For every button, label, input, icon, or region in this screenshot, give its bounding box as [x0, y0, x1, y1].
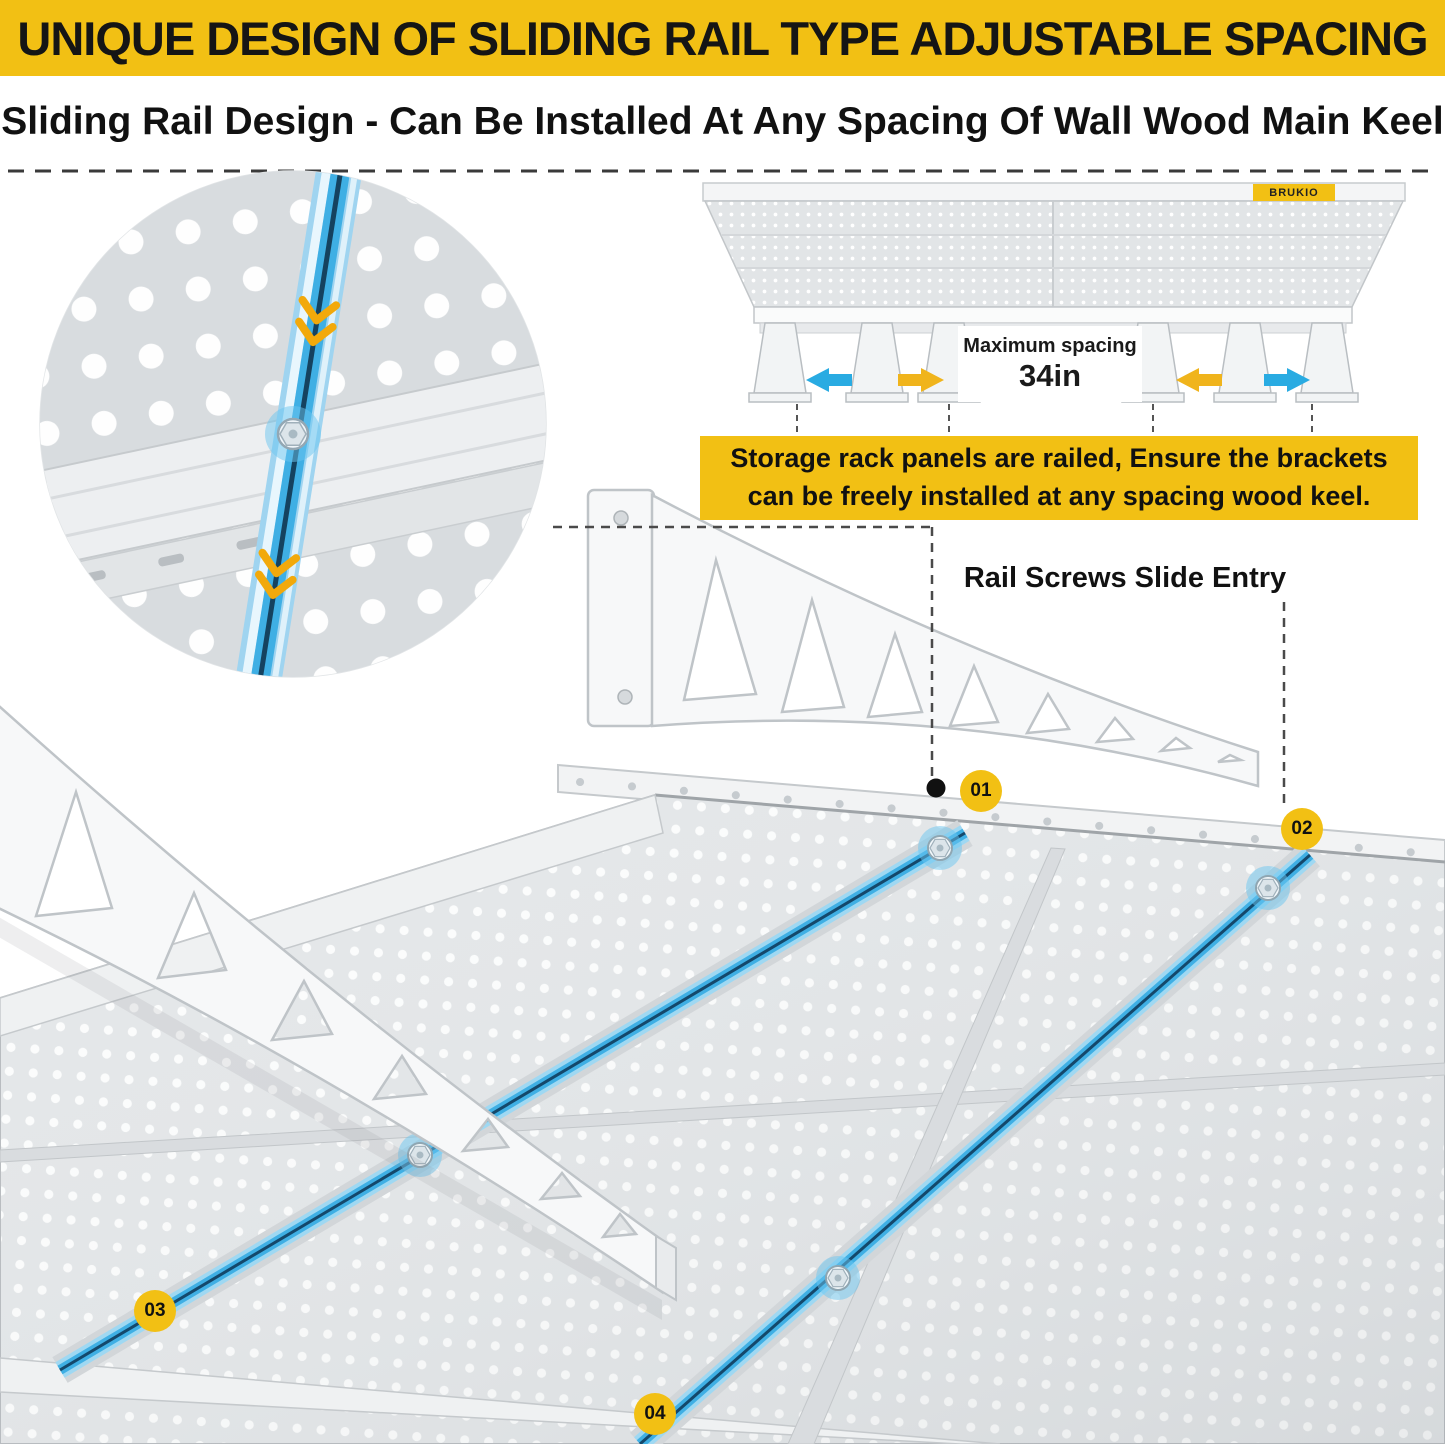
caption-box: Storage rack panels are railed, Ensure t…: [700, 436, 1418, 520]
rail-entry-point-dot: [926, 778, 946, 798]
main-rack-diagram: [0, 488, 1445, 1444]
sliding-rail-1: [52, 820, 973, 1383]
top-bracket: [586, 488, 1260, 788]
slide-arrow-right-yellow-icon: [898, 368, 944, 392]
max-spacing-value: 34in: [1018, 357, 1082, 393]
caption-line-2: can be freely installed at any spacing w…: [747, 481, 1371, 511]
panel-front-lip: [753, 306, 1353, 324]
annotation-leader-lines: [553, 525, 1286, 806]
sliding-rail-2: [630, 843, 1320, 1444]
rail-entry-label: Rail Screws Slide Entry: [963, 561, 1287, 594]
slide-arrow-left-yellow-icon: [1176, 368, 1222, 392]
mount-screw-icon: [617, 689, 633, 705]
slide-arrow-right-cyan-icon: [1264, 368, 1310, 392]
banner-title: UNIQUE DESIGN OF SLIDING RAIL TYPE ADJUS…: [0, 0, 1445, 76]
marker-04: 04: [634, 1393, 676, 1435]
wall-rail: [557, 763, 1445, 869]
mount-screw-icon: [613, 510, 629, 526]
marker-01: 01: [960, 770, 1002, 812]
chevron-arrows-icon: [255, 295, 341, 599]
max-spacing-text: Maximum spacing: [963, 334, 1137, 357]
slide-arrow-left-cyan-icon: [806, 368, 852, 392]
screw-icon: [816, 1256, 860, 1300]
max-spacing-label: Maximum spacing 34in: [958, 326, 1142, 402]
screw-icon: [1246, 866, 1290, 910]
left-bracket: [0, 705, 677, 1302]
caption-line-1: Storage rack panels are railed, Ensure t…: [730, 443, 1388, 474]
page-subtitle: Sliding Rail Design - Can Be Installed A…: [1, 100, 1444, 143]
marker-02: 02: [1281, 808, 1323, 850]
brand-logo: BRUKIO: [1253, 184, 1335, 201]
marker-03: 03: [134, 1290, 176, 1332]
product-overview-render: [702, 182, 1406, 434]
bracket-leader-lines: [796, 404, 1313, 434]
rail-detail-inset: [39, 170, 547, 678]
screw-icon: [265, 406, 321, 462]
screw-icon: [918, 826, 962, 870]
